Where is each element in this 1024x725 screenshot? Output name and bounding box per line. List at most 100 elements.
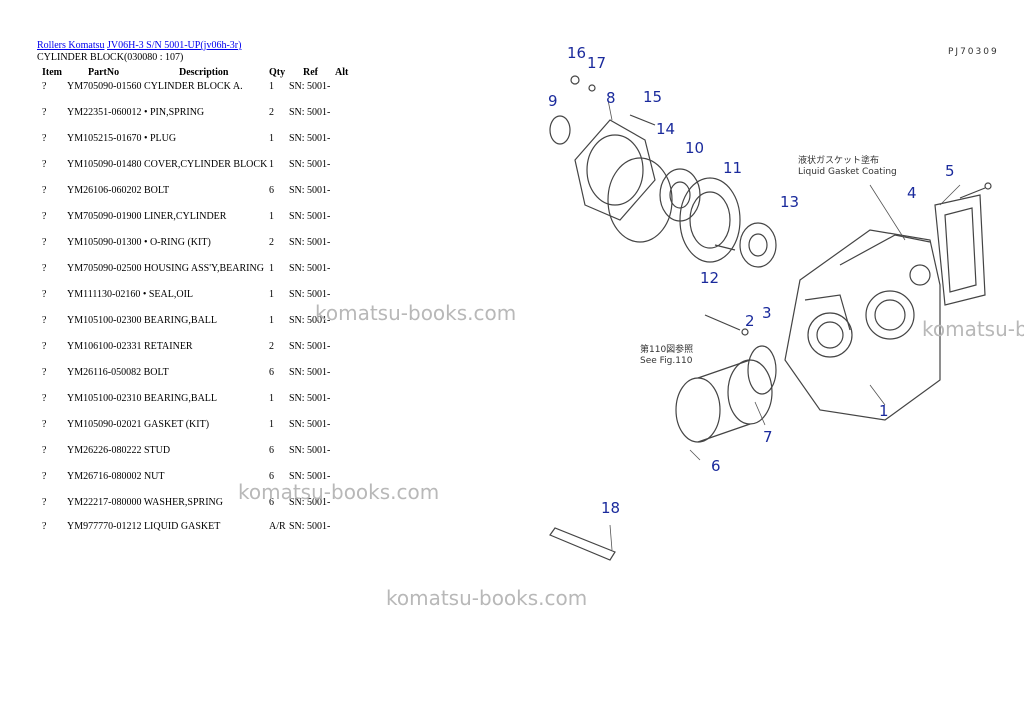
callout-1: 1 (879, 402, 889, 420)
callout-12: 12 (700, 269, 719, 287)
callout-3: 3 (762, 304, 772, 322)
row-description: • SEAL,OIL (142, 289, 194, 300)
column-header-alt: Alt (335, 67, 349, 78)
breadcrumb-link-rollers[interactable]: Rollers Komatsu (37, 40, 105, 51)
row-item: ? (42, 289, 47, 300)
cover-part (934, 194, 986, 306)
note-en: Liquid Gasket Coating (798, 167, 897, 177)
callout-8: 8 (606, 89, 616, 107)
oil-seal-part (549, 115, 571, 145)
row-description: WASHER,SPRING (143, 497, 223, 508)
row-reference: SN: 5001- (289, 133, 331, 144)
callout-16: 16 (567, 44, 586, 62)
row-quantity: 6 (269, 471, 274, 482)
column-header-ref: Ref (303, 67, 318, 78)
row-quantity: 2 (269, 341, 274, 352)
row-part-number: YM22217-080000 WASHER,SPRING (67, 496, 223, 510)
row-item: ? (42, 393, 47, 404)
row-item: ? (42, 263, 47, 274)
exploded-parts-diagram: 1 2 3 4 5 6 7 8 9 10 11 12 13 14 15 16 1… (548, 44, 999, 561)
callout-5: 5 (945, 162, 955, 180)
see-ref-jp: 第110図参照 (640, 343, 693, 355)
row-reference: SN: 5001- (289, 237, 331, 248)
row-part-number: YM705090-01900 LINER,CYLINDER (67, 210, 226, 224)
row-reference: SN: 5001- (289, 341, 331, 352)
row-quantity: 2 (269, 107, 274, 118)
row-part-number-text: YM705090-01900 (67, 211, 142, 222)
row-part-number-text: YM705090-01560 (67, 81, 142, 92)
column-header-qty: Qty (269, 67, 286, 78)
row-quantity: 6 (269, 367, 274, 378)
row-part-number: YM705090-01560 CYLINDER BLOCK A. (67, 80, 243, 94)
row-part-number: YM26716-080002 NUT (67, 470, 165, 484)
row-item: ? (42, 445, 47, 456)
row-quantity: 1 (269, 419, 274, 430)
row-reference: SN: 5001- (289, 521, 331, 532)
row-item: ? (42, 497, 47, 508)
column-header-item: Item (42, 67, 62, 78)
watermark-lower: komatsu-books.com (238, 480, 440, 504)
row-part-number-text: YM105090-01480 (67, 159, 142, 170)
row-part-number: YM105090-01480 COVER,CYLINDER BLOCK (67, 158, 267, 172)
breadcrumb-link-model[interactable]: JV06H-3 S/N 5001-UP(jv06h-3r) (107, 40, 242, 51)
row-part-number-text: YM26716-080002 (67, 471, 142, 482)
row-quantity: 1 (269, 315, 274, 326)
row-description: BEARING,BALL (143, 393, 218, 404)
row-reference: SN: 5001- (289, 419, 331, 430)
row-part-number: YM105100-02310 BEARING,BALL (67, 392, 217, 406)
liquid-gasket-part (549, 527, 616, 561)
drawing-code: PJ70309 (948, 47, 999, 57)
row-reference: SN: 5001- (289, 367, 331, 378)
row-item: ? (42, 159, 47, 170)
row-description: BOLT (143, 185, 170, 196)
row-part-number: YM26226-080222 STUD (67, 444, 170, 458)
row-reference: SN: 5001- (289, 497, 331, 508)
row-description: • O-RING (KIT) (143, 237, 211, 248)
row-part-number: YM111130-02160 • SEAL,OIL (67, 288, 193, 302)
watermark-right-clipped: komatsu-books.com (922, 317, 1024, 341)
row-quantity: 2 (269, 237, 274, 248)
row-part-number-text: YM26226-080222 (67, 445, 142, 456)
callout-14: 14 (656, 120, 675, 138)
row-part-number: YM26116-050082 BOLT (67, 366, 169, 380)
row-part-number-text: YM105090-01300 (67, 237, 142, 248)
row-part-number: YM105090-02021 GASKET (KIT) (67, 418, 209, 432)
row-reference: SN: 5001- (289, 211, 331, 222)
row-part-number: YM105100-02300 BEARING,BALL (67, 314, 217, 328)
row-part-number: YM105215-01670 • PLUG (67, 132, 176, 146)
row-quantity: 1 (269, 81, 274, 92)
row-description: COVER,CYLINDER BLOCK (143, 159, 268, 170)
row-item: ? (42, 367, 47, 378)
row-part-number: YM106100-02331 RETAINER (67, 340, 193, 354)
row-part-number-text: YM977770-01212 (67, 521, 142, 532)
row-part-number-text: YM105100-02310 (67, 393, 142, 404)
bearing-housing-part (574, 119, 656, 221)
row-reference: SN: 5001- (289, 289, 331, 300)
row-description: CYLINDER BLOCK A. (143, 81, 243, 92)
row-item: ? (42, 81, 47, 92)
callout-13: 13 (780, 193, 799, 211)
row-description: GASKET (KIT) (143, 419, 210, 430)
row-item: ? (42, 521, 47, 532)
retainer-part (679, 177, 741, 263)
row-quantity: 1 (269, 133, 274, 144)
cylinder-liner-part (675, 377, 721, 443)
row-part-number: YM977770-01212 LIQUID GASKET (67, 520, 220, 534)
row-part-number-text: YM22217-080000 (67, 497, 142, 508)
callout-4: 4 (907, 184, 917, 202)
row-part-number: YM22351-060012 • PIN,SPRING (67, 106, 204, 120)
row-part-number-text: YM26106-060202 (67, 185, 142, 196)
table-row: ? YM26116-050082 BOLT 6 SN: 5001- (0, 366, 540, 380)
row-description: • PIN,SPRING (143, 107, 205, 118)
watermark-center: komatsu-books.com (315, 301, 517, 325)
note-jp: 液状ガスケット塗布 (798, 154, 879, 166)
callout-10: 10 (685, 139, 704, 157)
row-reference: SN: 5001- (289, 159, 331, 170)
row-item: ? (42, 211, 47, 222)
